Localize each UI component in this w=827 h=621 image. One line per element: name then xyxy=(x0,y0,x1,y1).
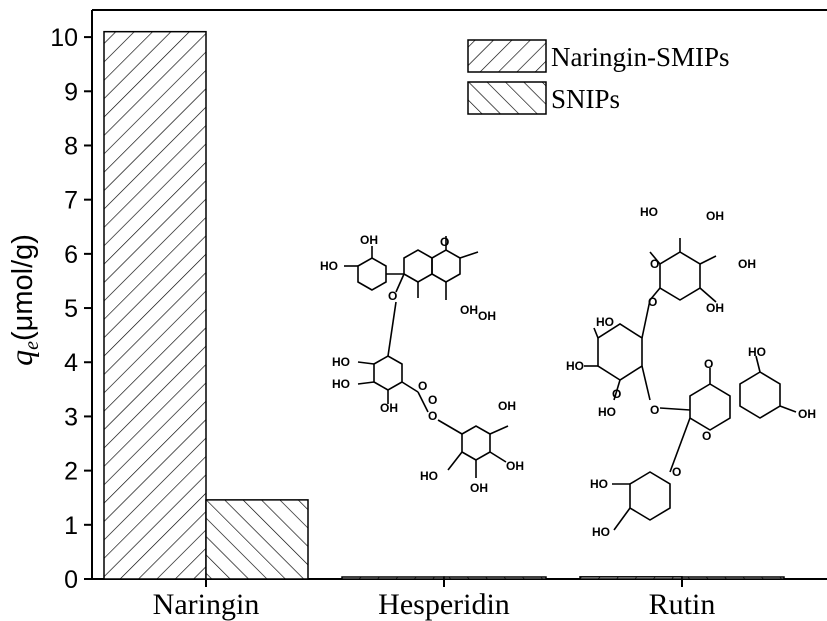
y-tick-label: 2 xyxy=(64,458,78,486)
atom-label: HO xyxy=(590,477,608,491)
atom-label: HO xyxy=(566,359,584,373)
atom-label: O xyxy=(418,379,427,393)
atom-label: HO xyxy=(598,405,616,419)
y-tick-label: 8 xyxy=(64,132,78,160)
atom-label: OH xyxy=(506,459,524,473)
y-tick-label: 3 xyxy=(64,403,78,431)
x-category-label: Hesperidin xyxy=(378,588,510,621)
y-axis-subscript: e xyxy=(21,341,43,350)
y-tick-label: 1 xyxy=(64,512,78,540)
y-tick-label: 7 xyxy=(64,187,78,215)
atom-label: HO xyxy=(596,315,614,329)
atom-label: O xyxy=(648,295,657,309)
atom-label: HO xyxy=(748,345,766,359)
atom-label: HO xyxy=(420,469,438,483)
bar-snips-rutin xyxy=(681,576,785,580)
y-axis-unit: (μmol/g) xyxy=(7,234,39,341)
y-axis-ticks: 0 1 2 3 4 5 6 7 8 9 10 xyxy=(50,24,92,594)
y-axis-label: qe(μmol/g) xyxy=(3,234,43,366)
rutin-structure xyxy=(584,238,797,531)
hesperidin-structure xyxy=(344,236,509,478)
x-category-label: Naringin xyxy=(153,588,260,621)
bar-snips-naringin xyxy=(205,499,309,580)
atom-label: HO xyxy=(332,377,350,391)
legend: Naringin-SMIPs SNIPs xyxy=(467,39,730,115)
atom-label: O xyxy=(650,403,659,417)
legend-swatch-naringin-smips xyxy=(467,39,547,73)
bar-naringin-smips-naringin xyxy=(103,30,207,580)
y-axis-symbol: q xyxy=(3,350,39,366)
atom-label: O xyxy=(650,257,659,271)
y-tick-label: 5 xyxy=(64,295,78,323)
bar-naringin-smips-hesperidin xyxy=(341,576,445,580)
x-axis-ticks: Naringin Hesperidin Rutin xyxy=(153,579,716,621)
atom-label: O xyxy=(704,357,713,371)
legend-swatch-snips xyxy=(467,81,547,115)
y-tick-label: 4 xyxy=(64,349,78,377)
y-tick-label: 9 xyxy=(64,78,78,106)
atom-label: OH xyxy=(470,481,488,495)
atom-label: O xyxy=(672,465,681,479)
atom-label: HO xyxy=(332,355,350,369)
atom-label: O xyxy=(702,429,711,443)
atom-label: OH xyxy=(738,257,756,271)
atom-label: OH xyxy=(498,399,516,413)
atom-label: O xyxy=(428,393,437,407)
atom-label: HO xyxy=(320,259,338,273)
rutin-atom-labels: HO OH O OH OH O HO HO O HO O HO O OH O O… xyxy=(566,205,816,539)
atom-label: O xyxy=(388,289,397,303)
atom-label: OH xyxy=(360,233,378,247)
y-tick-label: 10 xyxy=(50,24,78,52)
bar-naringin-smips-rutin xyxy=(579,576,683,580)
atom-label: OH xyxy=(798,407,816,421)
atom-label: O xyxy=(428,409,437,423)
y-tick-label: 0 xyxy=(64,566,78,594)
bars xyxy=(103,30,785,580)
bar-snips-hesperidin xyxy=(443,576,547,580)
atom-label: O xyxy=(440,235,449,249)
atom-label: OH xyxy=(706,301,724,315)
atom-label: OH xyxy=(706,209,724,223)
atom-label: O xyxy=(612,387,621,401)
legend-label-snips: SNIPs xyxy=(551,84,620,114)
legend-label-naringin-smips: Naringin-SMIPs xyxy=(551,42,730,72)
atom-label: OH xyxy=(460,303,478,317)
atom-label: OH xyxy=(478,309,496,323)
atom-label: HO xyxy=(592,525,610,539)
atom-label: HO xyxy=(640,205,658,219)
atom-label: OH xyxy=(380,401,398,415)
y-tick-label: 6 xyxy=(64,241,78,269)
hesperidin-atom-labels: OH HO OH O O OH OH O HO HO OH O O HO OH … xyxy=(320,233,524,495)
x-category-label: Rutin xyxy=(649,588,716,621)
